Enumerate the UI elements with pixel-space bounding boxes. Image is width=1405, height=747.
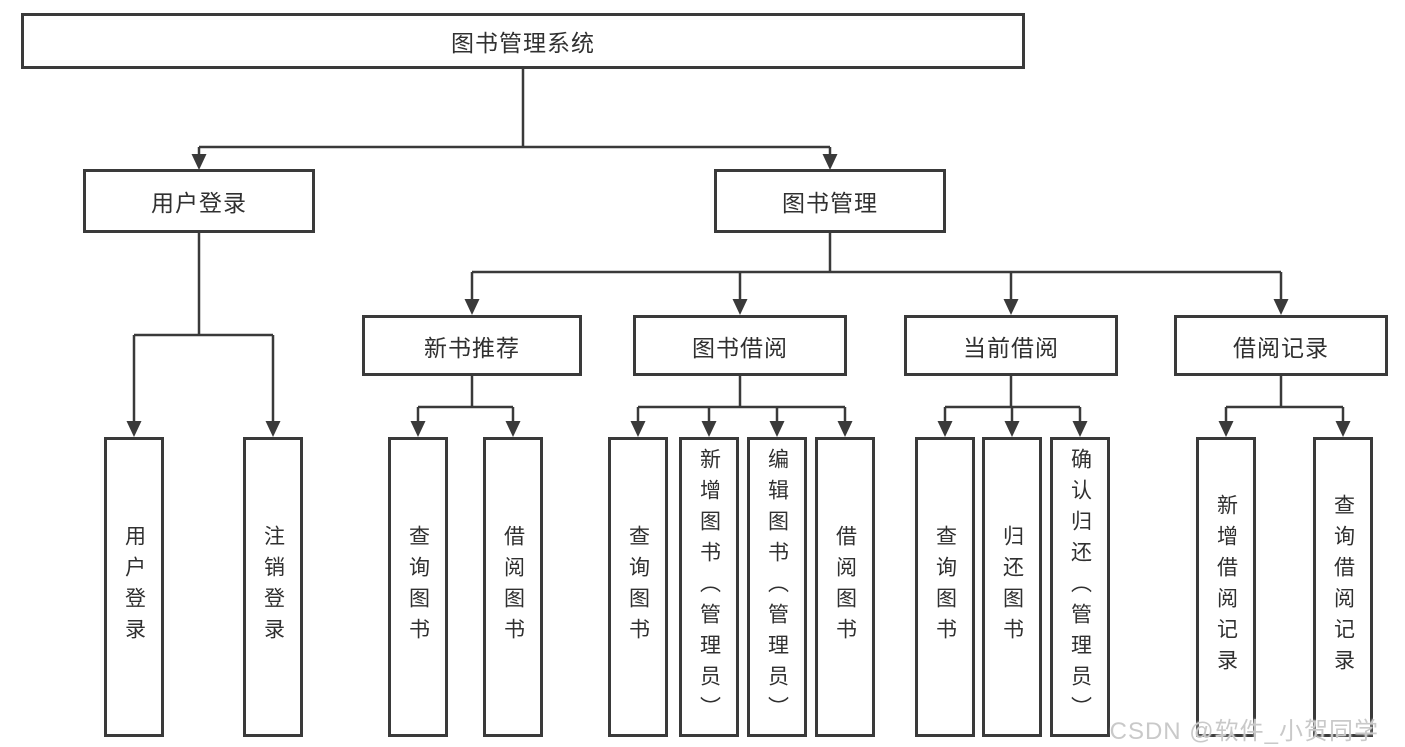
node-user-login: 用户登录 xyxy=(83,169,315,233)
leaf-query-books-borrowing-label: 查询图书 xyxy=(626,525,650,649)
leaf-user-login-label: 用户登录 xyxy=(122,525,146,649)
leaf-confirm-return-admin: 确认归还（管理员） xyxy=(1050,437,1110,737)
leaf-query-books-borrowing: 查询图书 xyxy=(608,437,668,737)
watermark: CSDN @软件_小贺同学 xyxy=(1109,718,1379,745)
leaf-query-books-current-label: 查询图书 xyxy=(933,525,957,649)
leaf-return-books-label: 归还图书 xyxy=(1000,525,1024,649)
leaf-add-book-admin-label: 新增图书（管理员） xyxy=(697,447,721,727)
leaf-query-books-current: 查询图书 xyxy=(915,437,975,737)
node-new-book-recommend: 新书推荐 xyxy=(362,315,582,376)
leaf-add-borrow-record-label: 新增借阅记录 xyxy=(1214,494,1238,680)
leaf-query-borrow-record-label: 查询借阅记录 xyxy=(1331,494,1355,680)
leaf-edit-book-admin-label: 编辑图书（管理员） xyxy=(765,447,789,727)
leaf-borrow-books-borrowing-label: 借阅图书 xyxy=(833,525,857,649)
leaf-borrow-books-borrowing: 借阅图书 xyxy=(815,437,875,737)
node-book-management-label: 图书管理 xyxy=(782,190,878,216)
leaf-logout-label: 注销登录 xyxy=(261,525,285,649)
node-book-borrowing: 图书借阅 xyxy=(633,315,847,376)
node-user-login-label: 用户登录 xyxy=(151,190,247,216)
leaf-borrow-books-recommend-label: 借阅图书 xyxy=(501,525,525,649)
node-borrowing-records-label: 借阅记录 xyxy=(1233,334,1329,361)
node-current-borrowing: 当前借阅 xyxy=(904,315,1118,376)
node-book-borrowing-label: 图书借阅 xyxy=(692,334,788,361)
leaf-edit-book-admin: 编辑图书（管理员） xyxy=(747,437,807,737)
leaf-add-borrow-record: 新增借阅记录 xyxy=(1196,437,1256,737)
leaf-add-book-admin: 新增图书（管理员） xyxy=(679,437,739,737)
node-book-management: 图书管理 xyxy=(714,169,946,233)
leaf-logout: 注销登录 xyxy=(243,437,303,737)
node-new-book-recommend-label: 新书推荐 xyxy=(424,334,520,361)
node-root-label: 图书管理系统 xyxy=(451,30,595,56)
leaf-query-borrow-record: 查询借阅记录 xyxy=(1313,437,1373,737)
leaf-user-login: 用户登录 xyxy=(104,437,164,737)
node-current-borrowing-label: 当前借阅 xyxy=(963,334,1059,361)
node-root: 图书管理系统 xyxy=(21,13,1025,69)
leaf-query-books-recommend-label: 查询图书 xyxy=(406,525,430,649)
leaf-confirm-return-admin-label: 确认归还（管理员） xyxy=(1068,447,1092,727)
leaf-query-books-recommend: 查询图书 xyxy=(388,437,448,737)
leaf-return-books: 归还图书 xyxy=(982,437,1042,737)
leaf-borrow-books-recommend: 借阅图书 xyxy=(483,437,543,737)
node-borrowing-records: 借阅记录 xyxy=(1174,315,1388,376)
